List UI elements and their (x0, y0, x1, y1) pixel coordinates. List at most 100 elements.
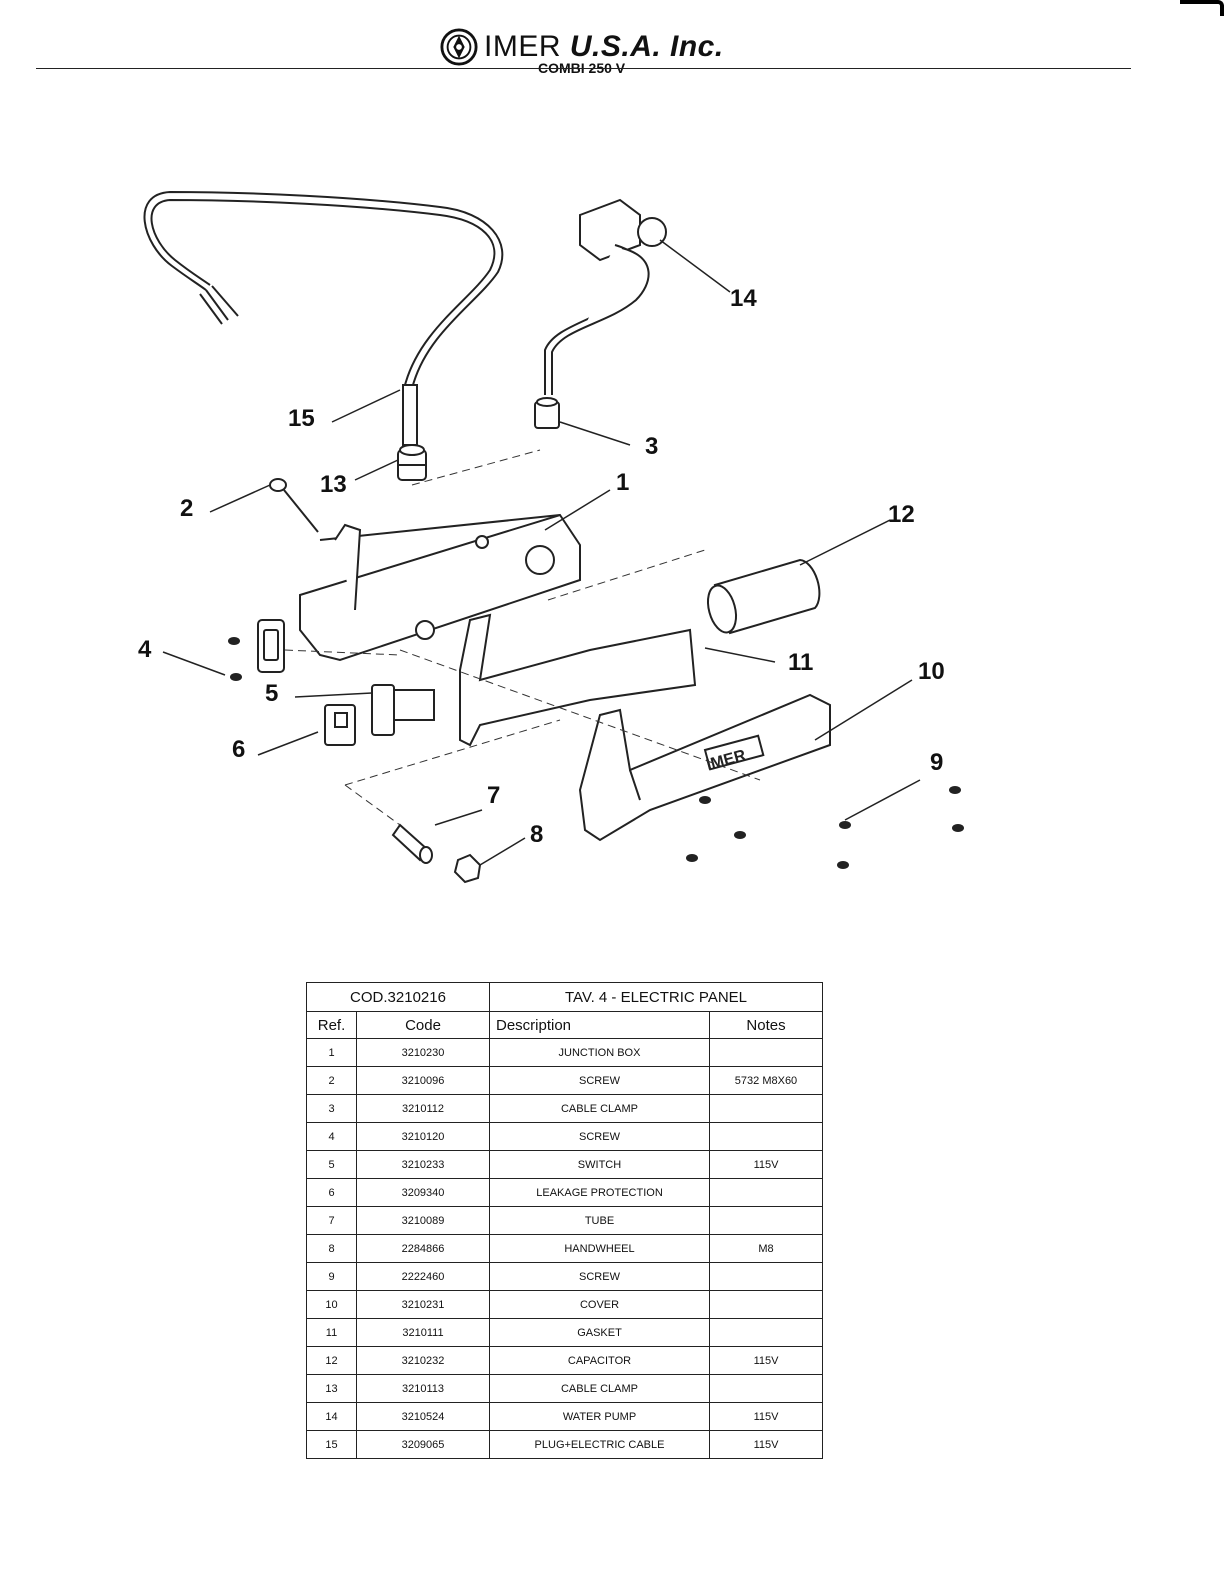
cell-description: COVER (489, 1290, 710, 1319)
cell-code: 3209065 (356, 1430, 490, 1459)
table-tav-title: TAV. 4 - ELECTRIC PANEL (489, 982, 823, 1012)
cell-code: 3210524 (356, 1402, 490, 1431)
cell-notes (709, 1094, 823, 1123)
cell-code: 3210111 (356, 1318, 490, 1347)
page-corner-mark (1180, 0, 1224, 16)
cell-notes (709, 1178, 823, 1207)
cell-description: SCREW (489, 1122, 710, 1151)
gasket-drawing (459, 613, 697, 747)
table-code-title: COD.3210216 (306, 982, 490, 1012)
junction-box-drawing (299, 513, 581, 662)
callout-10: 10 (918, 658, 945, 685)
cell-ref: 4 (306, 1122, 357, 1151)
cell-notes (709, 1122, 823, 1151)
cell-description: SWITCH (489, 1150, 710, 1179)
callout-2: 2 (180, 495, 193, 522)
callout-6: 6 (232, 736, 245, 763)
cell-ref: 15 (306, 1430, 357, 1459)
cell-description: SCREW (489, 1066, 710, 1095)
leader-lines (162, 239, 921, 866)
cell-code: 2222460 (356, 1262, 490, 1291)
cover-drawing: IMER (578, 693, 831, 842)
bracket-drawing (257, 619, 285, 673)
cell-code: 3210113 (356, 1374, 490, 1403)
cell-description: GASKET (489, 1318, 710, 1347)
callout-8: 8 (530, 821, 543, 848)
cell-ref: 9 (306, 1262, 357, 1291)
cell-notes (709, 1038, 823, 1067)
callout-1: 1 (616, 469, 629, 496)
table-header-row: Ref. Code Description Notes (306, 1011, 823, 1039)
callout-14: 14 (730, 285, 757, 312)
cell-description: JUNCTION BOX (489, 1038, 710, 1067)
cable-clamp-13-drawing (397, 444, 427, 481)
callout-11: 11 (788, 649, 813, 676)
handwheel-drawing (453, 853, 482, 884)
brand-name: IMER U.S.A. Inc. (484, 30, 724, 64)
screw-4-drawing (228, 637, 242, 681)
page-header: IMER U.S.A. Inc. COMBI 250 V (0, 20, 1224, 80)
cell-notes: 5732 M8X60 (709, 1066, 823, 1095)
cell-ref: 11 (306, 1318, 357, 1347)
cell-ref: 10 (306, 1290, 357, 1319)
cell-description: SCREW (489, 1262, 710, 1291)
brand: IMER U.S.A. Inc. (440, 28, 724, 66)
switch-drawing (371, 684, 435, 736)
cell-ref: 1 (306, 1038, 357, 1067)
table-title-row: COD.3210216 TAV. 4 - ELECTRIC PANEL (306, 982, 823, 1012)
brand-main: IMER (484, 30, 561, 63)
cell-notes (709, 1374, 823, 1403)
cell-code: 3210231 (356, 1290, 490, 1319)
cell-code: 3210120 (356, 1122, 490, 1151)
cell-description: WATER PUMP (489, 1402, 710, 1431)
cell-ref: 12 (306, 1346, 357, 1375)
cell-notes: 115V (709, 1346, 823, 1375)
cell-code: 3210230 (356, 1038, 490, 1067)
cell-notes: M8 (709, 1234, 823, 1263)
cell-ref: 3 (306, 1094, 357, 1123)
cell-ref: 6 (306, 1178, 357, 1207)
callout-4: 4 (138, 636, 152, 663)
parts-table: COD.3210216 TAV. 4 - ELECTRIC PANEL Ref.… (306, 982, 823, 1459)
callout-7: 7 (487, 782, 500, 809)
callout-15: 15 (288, 405, 315, 432)
cell-code: 3210232 (356, 1346, 490, 1375)
cell-ref: 8 (306, 1234, 357, 1263)
cell-code: 3210096 (356, 1066, 490, 1095)
cell-description: HANDWHEEL (489, 1234, 710, 1263)
cell-notes (709, 1262, 823, 1291)
callout-13: 13 (320, 471, 347, 498)
callout-9: 9 (930, 749, 943, 776)
callout-12: 12 (888, 501, 915, 528)
cell-ref: 2 (306, 1066, 357, 1095)
tube-drawing (391, 823, 433, 864)
plug-cable-drawing (143, 190, 504, 446)
callout-labels: 1 2 3 4 5 6 7 8 9 10 11 12 13 14 15 (138, 285, 945, 848)
cell-notes: 115V (709, 1402, 823, 1431)
water-pump-drawing (544, 198, 667, 395)
cell-notes (709, 1318, 823, 1347)
col-header-description: Description (489, 1011, 710, 1039)
cell-description: TUBE (489, 1206, 710, 1235)
cell-code: 3210112 (356, 1094, 490, 1123)
cell-description: CAPACITOR (489, 1346, 710, 1375)
cell-description: CABLE CLAMP (489, 1374, 710, 1403)
cell-code: 2284866 (356, 1234, 490, 1263)
callout-5: 5 (265, 680, 278, 707)
capacitor-drawing (706, 558, 821, 635)
cell-ref: 7 (306, 1206, 357, 1235)
screw-2-drawing (269, 478, 319, 533)
